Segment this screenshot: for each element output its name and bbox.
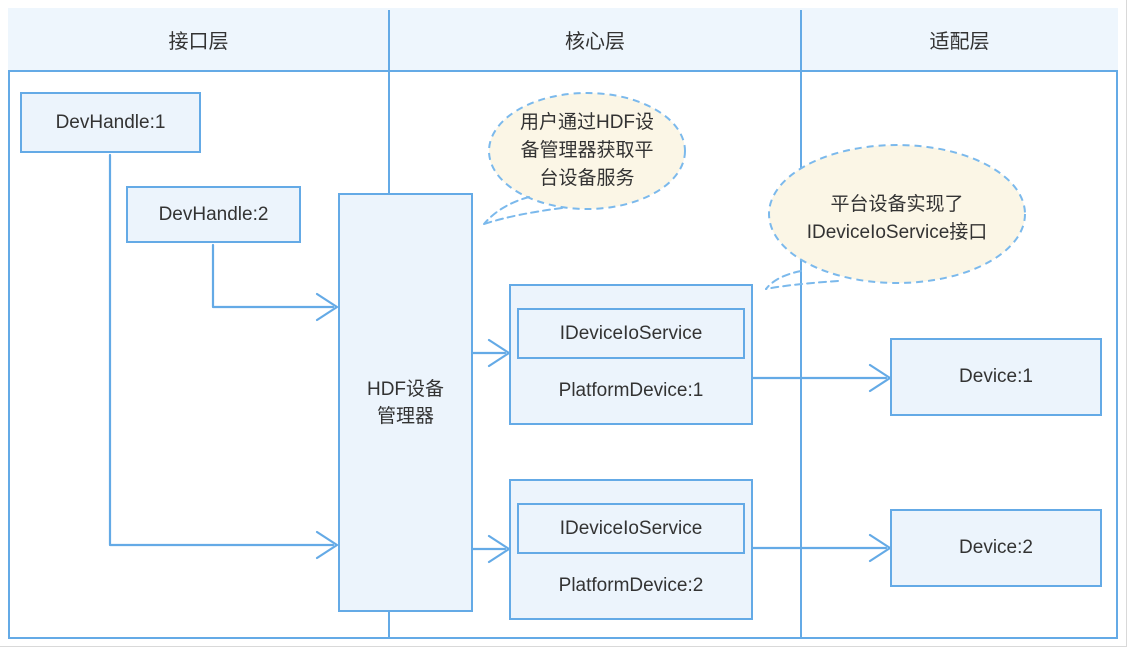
devhandle2-box: DevHandle:2 — [126, 186, 301, 243]
hdf-manager-label-line1: HDF设备 — [366, 378, 445, 400]
callout-manager-note-line2: 备管理器获取平 — [520, 140, 654, 161]
callout-manager-note-line3: 台设备服务 — [539, 168, 635, 189]
platform-device1-label: PlatformDevice:1 — [558, 380, 704, 401]
platform-device2-box: IDeviceIoService PlatformDevice:2 — [509, 479, 753, 620]
layer-header-row: 接口层 核心层 适配层 — [8, 8, 1118, 72]
callout-manager-note-text: 用户通过HDF设 备管理器获取平 台设备服务 — [487, 109, 687, 193]
header-interface-layer: 接口层 — [168, 30, 229, 53]
ideviceioservice2-box: IDeviceIoService — [517, 503, 745, 554]
header-adapter-layer: 适配层 — [929, 30, 990, 53]
callout-service-note-text: 平台设备实现了 IDeviceIoService接口 — [765, 191, 1029, 247]
ideviceioservice1-label: IDeviceIoService — [559, 322, 703, 344]
callout-manager-note-line1: 用户通过HDF设 — [519, 112, 655, 133]
column-divider-2 — [800, 10, 802, 637]
callout-service-note-line1: 平台设备实现了 — [830, 194, 964, 215]
hdf-manager-label-line2: 管理器 — [376, 405, 434, 427]
devhandle1-box: DevHandle:1 — [20, 92, 201, 153]
callout-service-note-line2: IDeviceIoService接口 — [806, 222, 988, 243]
hdf-device-manager-box: HDF设备 管理器 — [338, 193, 473, 612]
header-core-layer: 核心层 — [565, 30, 625, 53]
device1-box: Device:1 — [890, 338, 1102, 416]
ideviceioservice1-box: IDeviceIoService — [517, 308, 745, 359]
device2-box: Device:2 — [890, 509, 1102, 587]
platform-device2-label: PlatformDevice:2 — [558, 575, 704, 596]
platform-device1-box: IDeviceIoService PlatformDevice:1 — [509, 284, 753, 425]
ideviceioservice2-label: IDeviceIoService — [559, 517, 703, 539]
